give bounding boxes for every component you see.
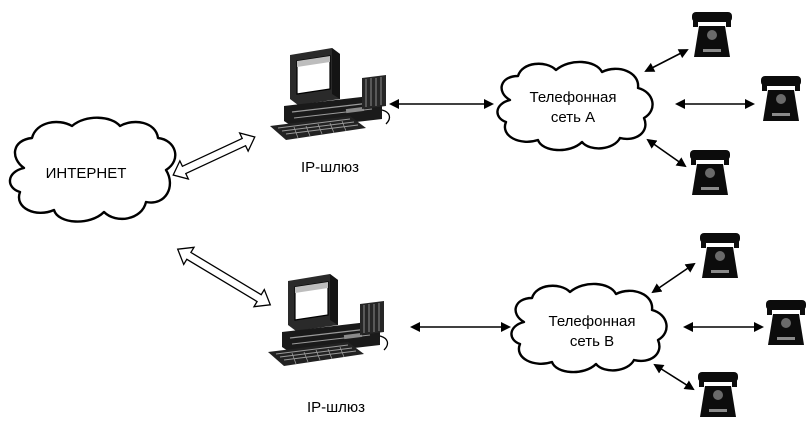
cloud-icon <box>496 60 654 152</box>
telephone-icon <box>690 150 730 195</box>
cloud-icon <box>8 116 177 223</box>
telephone-icon <box>692 12 732 57</box>
double-arrow-icon <box>172 132 256 180</box>
telephone-icon <box>761 76 801 121</box>
link-network-b-phone-3 <box>653 363 695 391</box>
computer-icon <box>267 273 389 367</box>
telephone-icon <box>698 372 738 417</box>
link-network-a-phone-3 <box>646 138 687 168</box>
phones-network-b <box>698 233 806 417</box>
link-network-b-phone-1 <box>651 262 696 294</box>
network-b-label-line1: Телефонная <box>549 313 636 330</box>
telephone-icon <box>700 233 740 278</box>
network-a-label-line2: сеть А <box>551 109 595 126</box>
network-a-label-line1: Телефонная <box>530 89 617 106</box>
telephone-icon <box>766 300 806 345</box>
gateway-b: IP-шлюз <box>267 273 389 416</box>
cloud-icon <box>510 282 668 374</box>
network-b-label-line2: сеть В <box>570 333 614 350</box>
internet-cloud: ИНТЕРНЕТ <box>8 116 177 223</box>
network-a-cloud: Телефонная сеть А <box>496 60 654 152</box>
link-network-a-phone-1 <box>644 49 689 72</box>
computer-icon <box>269 47 391 141</box>
internet-label: ИНТЕРНЕТ <box>46 165 127 182</box>
hollow-arrow-bottom <box>176 246 272 308</box>
hollow-arrow-top <box>172 132 256 180</box>
network-b-cloud: Телефонная сеть В <box>510 282 668 374</box>
gateway-b-label: IP-шлюз <box>307 399 365 416</box>
double-arrow-icon <box>176 246 272 308</box>
gateway-a: IP-шлюз <box>269 47 391 176</box>
gateway-a-label: IP-шлюз <box>301 159 359 176</box>
